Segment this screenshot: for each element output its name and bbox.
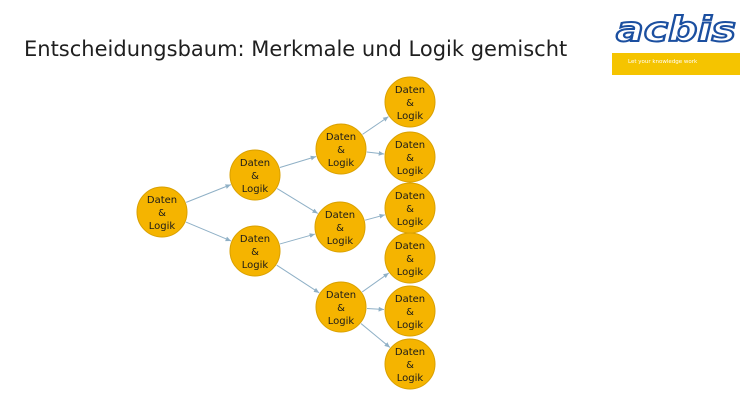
edge-arrow [276, 264, 320, 294]
tree-node-l3b: Daten & Logik [384, 131, 436, 183]
node-label-line: Daten [395, 191, 425, 202]
edge-arrow [279, 233, 316, 245]
node-circle [315, 281, 367, 333]
node-label-line: & [158, 208, 166, 219]
node-label-line: & [336, 223, 344, 234]
nodes-layer: Daten&LogikDaten&LogikDaten&LogikDaten&L… [136, 76, 436, 390]
node-label-line: Daten [240, 158, 270, 169]
edge-arrow [362, 116, 389, 135]
node-circle [315, 123, 367, 175]
tree-node-l3e: Daten & Logik [384, 285, 436, 337]
tree-node-l3a: Daten & Logik [384, 76, 436, 128]
edge-arrow [366, 306, 385, 312]
node-label-line: & [406, 254, 414, 265]
node-label-line: Daten [395, 294, 425, 305]
node-label-line: & [337, 303, 345, 314]
node-circle [384, 338, 436, 390]
node-label-line: & [337, 145, 345, 156]
logo-wordmark: acbis [615, 10, 737, 50]
logo-tagline: Let your knowledge work [628, 59, 698, 65]
tree-node-l1b: Daten & Logik [229, 225, 281, 277]
tree-node-l2c: Daten & Logik [315, 281, 367, 333]
tree-node-l1a: Daten & Logik [229, 149, 281, 201]
node-label-line: Logik [242, 260, 269, 271]
tree-node-l2b: Daten & Logik [314, 201, 366, 253]
edge-arrow [361, 272, 390, 293]
node-label-line: Daten [240, 234, 270, 245]
node-label-line: Logik [328, 158, 355, 169]
node-label-line: Logik [397, 217, 424, 228]
node-label-line: Logik [397, 166, 424, 177]
node-circle [384, 232, 436, 284]
acbis-logo: acbis Let your knowledge work [612, 10, 740, 75]
node-label-line: Logik [397, 267, 424, 278]
node-label-line: Logik [328, 316, 355, 327]
node-label-line: Logik [327, 236, 354, 247]
tree-node-root: Daten & Logik [136, 186, 188, 238]
edge-arrow [185, 184, 232, 203]
edge-arrow [366, 150, 385, 156]
node-label-line: & [251, 171, 259, 182]
node-circle [384, 76, 436, 128]
node-circle [314, 201, 366, 253]
edge-arrow [185, 221, 232, 242]
tree-node-l3d: Daten & Logik [384, 232, 436, 284]
node-label-line: & [406, 204, 414, 215]
edge-arrow [364, 213, 386, 221]
node-label-line: Daten [395, 140, 425, 151]
node-label-line: Logik [397, 320, 424, 331]
node-label-line: Daten [395, 347, 425, 358]
logo-wordmark-text: acbis [616, 10, 736, 50]
node-circle [229, 225, 281, 277]
node-label-line: Logik [149, 221, 176, 232]
node-circle [384, 131, 436, 183]
edge-arrow [279, 155, 317, 168]
node-label-line: Logik [397, 373, 424, 384]
node-circle [229, 149, 281, 201]
slide-title: Entscheidungsbaum: Merkmale und Logik ge… [24, 37, 568, 61]
node-label-line: Daten [326, 290, 356, 301]
node-label-line: Daten [326, 132, 356, 143]
tree-node-l3c: Daten & Logik [384, 182, 436, 234]
logo-banner: Let your knowledge work [612, 53, 740, 75]
edges-layer [185, 116, 391, 348]
node-label-line: Daten [147, 195, 177, 206]
node-label-line: Daten [395, 241, 425, 252]
node-circle [384, 285, 436, 337]
node-label-line: Logik [397, 111, 424, 122]
node-label-line: & [406, 360, 414, 371]
node-label-line: Logik [242, 184, 269, 195]
node-label-line: Daten [325, 210, 355, 221]
edge-arrow [360, 323, 391, 348]
tree-node-l2a: Daten & Logik [315, 123, 367, 175]
node-label-line: & [251, 247, 259, 258]
edge-arrow [276, 188, 319, 214]
node-circle [136, 186, 188, 238]
node-label-line: & [406, 153, 414, 164]
node-label-line: Daten [395, 85, 425, 96]
tree-node-l3f: Daten & Logik [384, 338, 436, 390]
node-label-line: & [406, 98, 414, 109]
node-label-line: & [406, 307, 414, 318]
